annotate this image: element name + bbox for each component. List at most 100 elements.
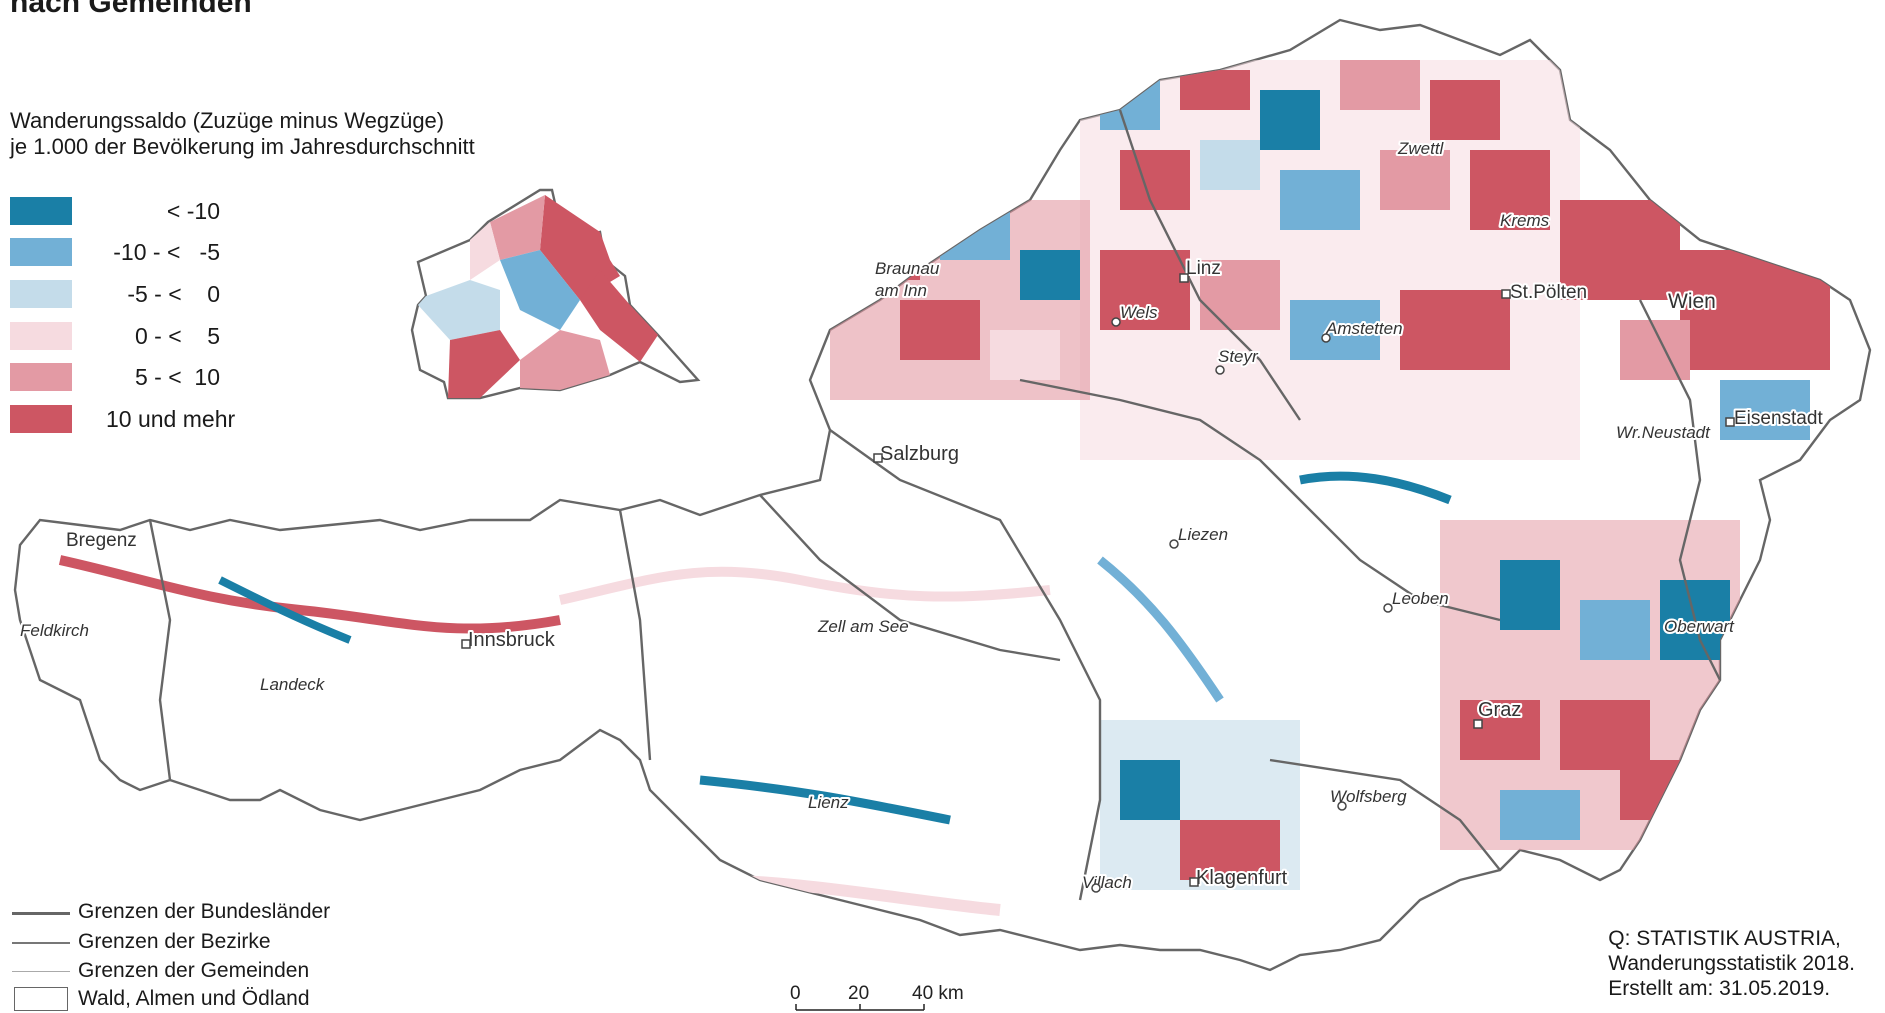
scale-label-20: 20 [848,983,869,1004]
municipality-patch [900,300,980,360]
valley-stroke [58,555,561,634]
scale-label-0: 0 [790,983,801,1004]
municipality-patch [1500,560,1560,630]
state-boundary [1638,299,1722,681]
city-label-wels: Wels [1120,303,1158,322]
city-label-villach: Villach [1082,873,1132,892]
city-label-zwettl: Zwettl [1397,139,1445,158]
city-marker [1215,365,1225,375]
city-label-graz: Graz [1478,699,1521,721]
municipality-patch [1340,60,1420,110]
city-label-bregenz: Bregenz [66,530,137,551]
city-marker [1111,317,1121,327]
state-boundary [1118,109,1301,421]
municipality-patch [1290,300,1380,360]
city-label-linz: Linz [1186,258,1221,279]
legend-title: Wanderungssaldo (Zuzüge minus Wegzüge) j… [10,108,475,160]
municipality-patch [1120,150,1190,210]
city-label-wien: Wien [1668,290,1716,313]
vienna-inset [410,188,701,400]
municipality-patch [1100,80,1160,130]
city-label-st-poelten: St.Pölten [1510,282,1587,303]
vienna-district [448,330,520,398]
municipality-patch [1720,380,1810,440]
vienna-district [580,270,658,362]
line-label: Grenzen der Gemeinden [78,959,310,982]
capital-marker [461,639,471,649]
scale-bar: 0 20 40 km [790,983,964,1011]
city-marker [1169,539,1179,549]
municipality-patch [940,200,1010,260]
state-boundary [618,509,652,761]
city-marker [1321,333,1331,343]
capital-marker [873,453,883,463]
state-boundary [829,429,1102,901]
capital-marker [1501,289,1511,299]
legend-label: -5 - < 0 [127,281,220,307]
municipality-patch [1260,90,1320,150]
capital-marker [1725,417,1735,427]
municipality-patch [990,330,1060,380]
legend-swatch [10,322,72,350]
source-line: Erstellt am: 31.05.2019. [1608,977,1831,1000]
municipality-patch [1380,150,1450,210]
legend-swatch [10,280,72,308]
legend-swatch [10,197,72,225]
line-sample [12,971,70,972]
source-line: Wanderungsstatistik 2018. [1608,952,1855,975]
city-label-lienz: Lienz [808,793,849,812]
city-label-klagenfurt: Klagenfurt [1196,867,1288,889]
city-label-braunau-line2: am Inn [875,281,927,300]
city-label-eisenstadt: Eisenstadt [1734,408,1823,429]
legend-swatch [10,405,72,433]
municipality-patch [1400,290,1510,370]
municipality-patch [1180,70,1250,110]
municipality-patch [1200,260,1280,330]
city-labels: Bregenz Feldkirch Landeck Innsbruck Brau… [18,137,1825,894]
line-sample [12,912,70,915]
city-marker [1091,883,1101,893]
municipality-patch [1470,150,1550,230]
city-label-zell-am-see: Zell am See [817,617,909,636]
legend-class-3: -5 - < 0 [10,280,270,310]
state-boundary [148,519,172,781]
state-boundaries [148,109,1722,901]
city-marker [1337,801,1347,811]
legend-label: -10 - < -5 [113,239,220,265]
line-label: Grenzen der Bezirke [78,930,271,953]
legend-class-2: -10 - < -5 [10,238,270,268]
municipality-patch [1280,170,1360,230]
vienna-district [470,222,500,280]
municipality-patch [1180,820,1280,880]
city-label-innsbruck: Innsbruck [468,629,556,651]
legend-class-5: 5 - < 10 [10,363,270,393]
legend-swatch [10,238,72,266]
valley-stroke [1299,471,1452,505]
legend-title-line-2: je 1.000 der Bevölkerung im Jahresdurchs… [10,134,475,159]
municipality-patch [1440,520,1740,850]
city-label-krems: Krems [1500,211,1550,230]
valley-stroke [1097,556,1224,703]
municipality-patch [1580,600,1650,660]
map-title: nach Gemeinden [10,0,252,19]
source-note: Q: STATISTIK AUSTRIA, Wanderungsstatisti… [1608,926,1855,1001]
city-label-wolfsberg: Wolfsberg [1330,787,1407,806]
scale-label-40: 40 km [912,983,964,1004]
vienna-district [520,330,610,390]
line-label: Wald, Almen und Ödland [78,987,310,1010]
municipality-patch [1560,700,1650,770]
city-label-steyr: Steyr [1218,347,1259,366]
city-label-liezen: Liezen [1178,525,1228,544]
legend-class-1: < -10 [10,197,270,227]
city-label-amstetten: Amstetten [1325,319,1403,338]
vienna-district [490,195,545,260]
valley-stroke [558,566,1051,605]
valley-stroke [699,775,951,825]
legend-title-line-1: Wanderungssaldo (Zuzüge minus Wegzüge) [10,108,445,133]
municipality-patch [1460,700,1540,760]
legend-label: 0 - < 5 [134,323,220,349]
city-label-landeck: Landeck [260,675,326,694]
city-label-oberwart: Oberwart [1664,617,1735,636]
city-label-salzburg: Salzburg [880,443,959,465]
